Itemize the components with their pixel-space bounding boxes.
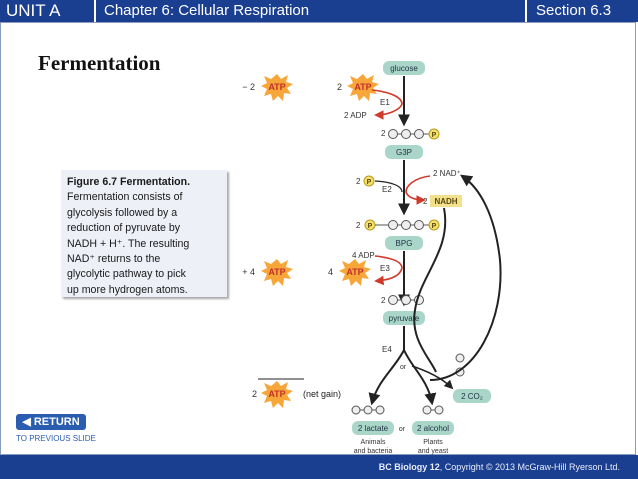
slide-frame <box>0 22 636 455</box>
energy-arrow <box>374 255 403 286</box>
pyruvate-label: pyruvate <box>389 314 420 323</box>
glucose-box <box>383 61 425 75</box>
phosphate-icon <box>428 128 440 140</box>
organism-label: and bacteria <box>354 448 393 455</box>
atp-burst-icon: ATP <box>261 259 293 286</box>
phosphate-icon <box>428 219 440 231</box>
molecule-count: 2 <box>423 197 428 206</box>
adp-label: 2 ADP <box>344 111 367 120</box>
atp-burst-icon: ATP <box>339 259 371 286</box>
return-label: RETURN <box>33 416 80 428</box>
co2-box <box>453 389 491 403</box>
molecule-count: 2 <box>381 296 386 305</box>
atp-label: ATP <box>268 267 285 277</box>
section-label: Section 6.3 <box>536 2 612 19</box>
molecule-count: 2 <box>381 129 386 138</box>
carbon-icon <box>455 353 465 363</box>
nad-label: 2 NAD⁺ <box>433 169 461 178</box>
pathway-arrow <box>403 349 437 406</box>
chapter-label: Chapter 6: Cellular Respiration <box>104 2 310 19</box>
carbon-chain <box>351 405 385 415</box>
atp-label: ATP <box>346 267 363 277</box>
carbon-chain <box>388 129 429 139</box>
atp-burst-icon: ATP <box>261 381 293 408</box>
enzyme-label: E3 <box>380 264 390 273</box>
phosphate-label: P <box>367 179 372 186</box>
adp-label: 4 ADP <box>352 251 375 260</box>
organism-label: Plants <box>423 439 443 446</box>
glucose-label: glucose <box>390 64 418 73</box>
enzyme-label: E1 <box>380 98 390 107</box>
organism-label: and yeast <box>418 448 448 455</box>
caption-line: NADH + H⁺. The resulting <box>67 237 190 250</box>
carbon-chain <box>422 405 444 415</box>
enzyme-label: E2 <box>382 185 392 194</box>
atp-burst-icon: ATP <box>261 74 293 101</box>
footer-credit: BC Biology 12, Copyright © 2013 McGraw-H… <box>379 462 620 472</box>
footer-bar <box>0 455 638 479</box>
nadh-label: NADH <box>434 197 457 206</box>
pathway-arrow <box>368 349 405 406</box>
caption-line: Fermentation consists of <box>67 191 183 204</box>
copyright-text: , Copyright © 2013 McGraw-Hill Ryerson L… <box>439 462 620 472</box>
atp-burst-icon: ATP <box>347 74 379 101</box>
lactate-box <box>352 421 394 435</box>
atp-label: ATP <box>268 389 285 399</box>
return-button[interactable]: ◀ RETURN <box>16 414 86 430</box>
atp-count: − 2 <box>242 82 255 92</box>
caption-line: up more hydrogen atoms. <box>67 283 188 296</box>
enzyme-label: E4 <box>382 345 392 354</box>
caption-line: reduction of pyruvate by <box>67 222 181 235</box>
atp-count: 4 <box>328 267 333 277</box>
pathway-arrow <box>374 180 403 193</box>
atp-label: ATP <box>354 82 371 92</box>
bpg-label: BPG <box>396 239 413 248</box>
pathway-arrow <box>411 365 454 390</box>
carbon-chain <box>375 220 429 230</box>
net-gain-label: (net gain) <box>303 389 341 399</box>
book-title: BC Biology 12 <box>378 462 440 472</box>
nadh-box <box>430 195 462 207</box>
lactate-label: 2 lactate <box>358 424 389 433</box>
atp-label: ATP <box>268 82 285 92</box>
bpg-box <box>385 236 423 250</box>
unit-label: UNIT A <box>6 1 61 20</box>
branch-or: or <box>400 364 407 371</box>
return-arrow-icon: ◀ <box>22 416 31 428</box>
g3p-label: G3P <box>396 148 412 157</box>
return-sublabel[interactable]: TO PREVIOUS SLIDE <box>16 434 96 443</box>
alcohol-label: 2 alcohol <box>417 424 449 433</box>
atp-count: 2 <box>337 82 342 92</box>
caption-line: glycolysis followed by a <box>67 206 178 219</box>
molecule-count: 2 <box>356 177 361 186</box>
header-divider <box>94 0 96 22</box>
co2-label: 2 CO₂ <box>461 392 483 401</box>
caption-label: Figure 6.7 Fermentation. <box>67 176 191 188</box>
molecule-count: 2 <box>356 221 361 230</box>
phosphate-icon <box>363 175 375 187</box>
phosphate-label: P <box>432 132 437 139</box>
alcohol-box <box>412 421 454 435</box>
phosphate-label: P <box>432 223 437 230</box>
atp-count: 2 <box>252 389 257 399</box>
organism-label: Animals <box>361 439 386 446</box>
recycle-arrow <box>429 174 502 381</box>
g3p-box <box>385 145 423 159</box>
energy-arrow <box>371 89 403 120</box>
header-bar: UNIT A Chapter 6: Cellular Respiration S… <box>0 0 638 22</box>
phosphate-label: P <box>368 223 373 230</box>
energy-arrow <box>405 175 431 205</box>
caption-line: NAD⁺ returns to the <box>67 253 161 266</box>
atp-count: + 4 <box>242 267 255 277</box>
figure-caption: Figure 6.7 Fermentation. Fermentation co… <box>61 170 227 297</box>
header-divider <box>525 0 527 22</box>
branch-or: or <box>399 426 406 433</box>
caption-line: glycolytic pathway to pick <box>67 268 186 281</box>
slide-title: Fermentation <box>38 51 161 75</box>
recycle-arrow <box>413 207 447 373</box>
